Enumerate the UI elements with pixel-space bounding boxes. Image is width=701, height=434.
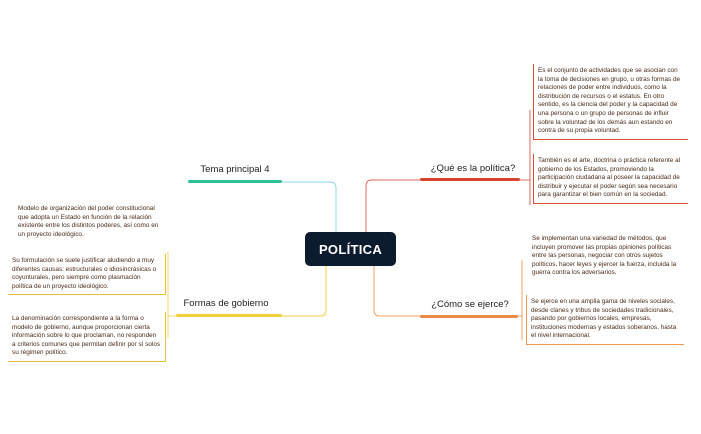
note-formas-1-text: Modelo de organización del poder constit… (18, 205, 159, 238)
note-formas-3[interactable]: La denominación correspondiente a la for… (8, 312, 166, 362)
topic-que-es-la-politica[interactable]: ¿Qué es la política? (426, 163, 520, 174)
note-formas-1[interactable]: Modelo de organización del poder constit… (14, 202, 164, 242)
topic-tema-principal-4[interactable]: Tema principal 4 (196, 164, 274, 175)
connector-que-notes (520, 110, 531, 205)
topic-formas-de-gobierno-underline (176, 314, 282, 317)
connector-como-notes (518, 260, 523, 340)
connector-como (373, 266, 420, 317)
topic-como-se-ejerce-underline (420, 315, 518, 318)
note-formas-2-text: Su formulación se suele justificar aludi… (12, 257, 157, 290)
connector-tema4 (282, 181, 337, 232)
note-como-2-text: Se ejerce en una amplia gama de niveles … (531, 298, 677, 340)
note-que-1[interactable]: Es el conjunto de actividades que se aso… (533, 64, 688, 140)
connector-que (365, 179, 420, 232)
note-que-1-text: Es el conjunto de actividades que se aso… (538, 67, 681, 135)
topic-que-es-la-politica-underline (420, 178, 520, 181)
connector-formas-notes (167, 252, 176, 338)
note-formas-2[interactable]: Su formulación se suele justificar aludi… (8, 254, 166, 296)
central-topic-label: POLÍTICA (318, 241, 383, 257)
topic-formas-de-gobierno-label: Formas de gobierno (183, 298, 269, 309)
topic-formas-de-gobierno[interactable]: Formas de gobierno (180, 298, 272, 309)
central-topic[interactable]: POLÍTICA (305, 232, 396, 266)
connector-formas (282, 266, 327, 317)
topic-que-es-la-politica-label: ¿Qué es la política? (430, 163, 516, 174)
topic-tema-principal-4-underline (188, 180, 282, 183)
topic-como-se-ejerce-label: ¿Cómo se ejerce? (431, 299, 509, 310)
note-formas-3-text: La denominación correspondiente a la for… (12, 315, 161, 357)
topic-tema-principal-4-label: Tema principal 4 (200, 164, 270, 175)
topic-como-se-ejerce[interactable]: ¿Cómo se ejerce? (428, 299, 512, 310)
note-que-2[interactable]: También es el arte, doctrina o práctica … (533, 154, 688, 204)
note-como-1-text: Se implementan una variedad de métodos, … (532, 235, 677, 277)
note-como-1[interactable]: Se implementan una variedad de métodos, … (528, 232, 684, 281)
note-que-2-text: También es el arte, doctrina o práctica … (538, 157, 681, 199)
note-como-2[interactable]: Se ejerce en una amplia gama de niveles … (526, 295, 684, 345)
